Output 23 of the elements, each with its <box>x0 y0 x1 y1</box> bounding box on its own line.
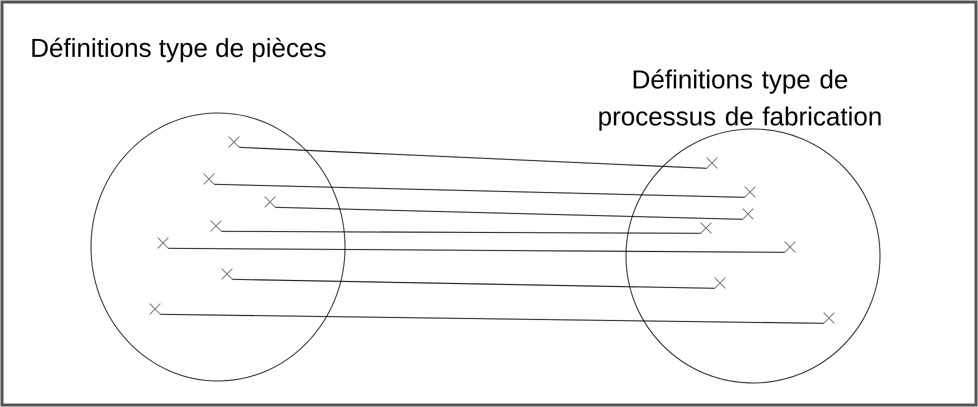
connecting-line <box>220 230 702 234</box>
heading: Définitions type de pièces <box>32 38 326 62</box>
cross-mark <box>784 241 796 253</box>
connecting-line <box>238 146 708 169</box>
cross-mark <box>706 157 718 169</box>
cross-mark <box>264 196 276 208</box>
heading: Définitions type de processus de fabrication <box>599 69 881 131</box>
cross-mark <box>744 186 756 198</box>
cross-mark <box>823 312 835 324</box>
cross-mark <box>149 303 161 315</box>
cross-mark <box>742 208 754 220</box>
cross-mark <box>210 220 222 232</box>
connecting-line <box>232 278 716 289</box>
connecting-line <box>160 314 824 324</box>
connecting-line <box>168 248 786 253</box>
cross-mark <box>157 237 169 249</box>
connecting-line <box>274 206 744 220</box>
cross-mark <box>700 222 712 234</box>
cross-mark <box>714 277 726 289</box>
cross-mark <box>221 268 233 280</box>
connecting-line <box>214 184 746 198</box>
cross-mark <box>228 136 240 148</box>
cross-mark <box>203 173 215 185</box>
